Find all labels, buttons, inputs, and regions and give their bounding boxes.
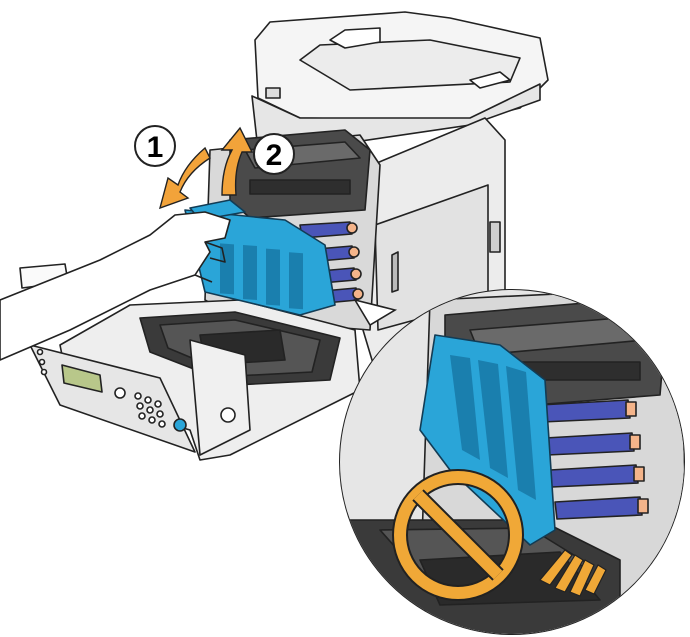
hand <box>0 211 231 361</box>
step-1-callout: 1 <box>134 125 176 167</box>
keypad <box>36 348 166 428</box>
lift-up-arrow <box>220 126 254 196</box>
zoom-pointer <box>353 298 398 327</box>
fuser-unit <box>229 129 371 219</box>
step-2-callout: 2 <box>253 133 295 175</box>
curved-arrow-down-left-icon <box>158 146 211 210</box>
start-button <box>173 418 187 432</box>
curved-arrow-up-icon <box>220 126 254 196</box>
scanner-button <box>265 87 281 99</box>
zoom-drum-cartridges <box>539 399 649 520</box>
step-1-label: 1 <box>147 131 164 164</box>
step-2-label: 2 <box>266 139 283 172</box>
prohibition-icon <box>392 469 524 601</box>
release-button <box>220 407 236 423</box>
impact-lines-icon <box>539 549 607 597</box>
lcd-display <box>61 364 103 393</box>
rotate-open-arrow <box>158 146 211 210</box>
